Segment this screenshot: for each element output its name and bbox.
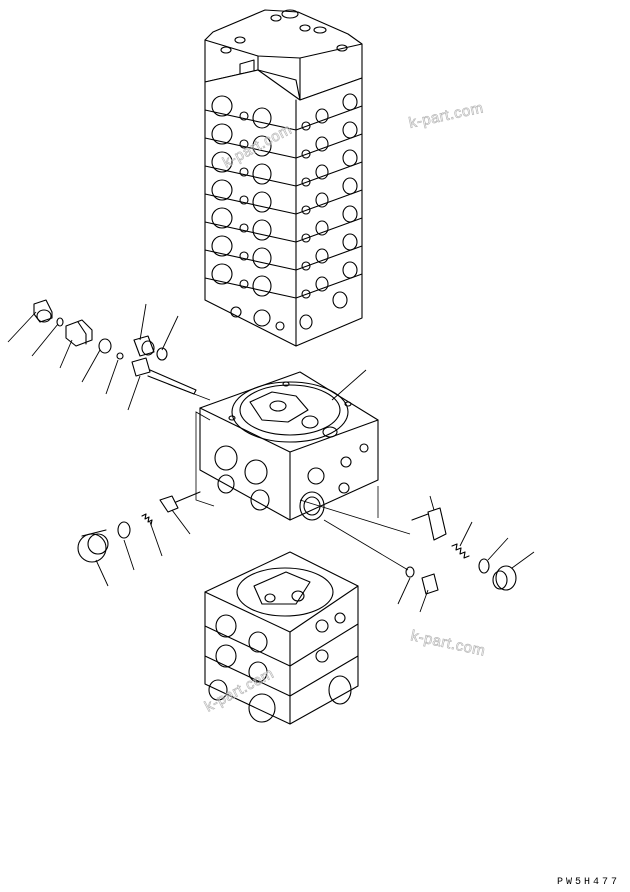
exploded-small-parts: [33, 299, 517, 595]
bottom-valve-stack: [204, 551, 359, 725]
drawing-code-label: PW5H477: [556, 877, 620, 888]
top-valve-stack: [204, 9, 363, 347]
part-leader-lines: [7, 303, 535, 613]
watermark-text-1: k-part.com: [407, 100, 485, 132]
middle-valve-section: [167, 371, 411, 571]
watermark-text-3: k-part.com: [409, 627, 487, 659]
